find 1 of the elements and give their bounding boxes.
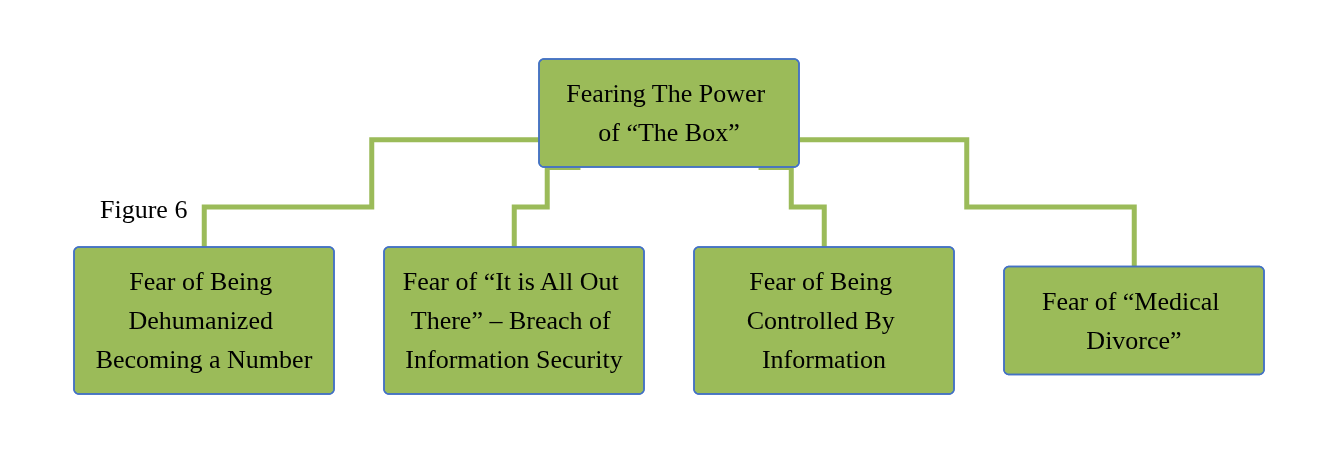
- figure-label: Figure 6: [100, 195, 188, 225]
